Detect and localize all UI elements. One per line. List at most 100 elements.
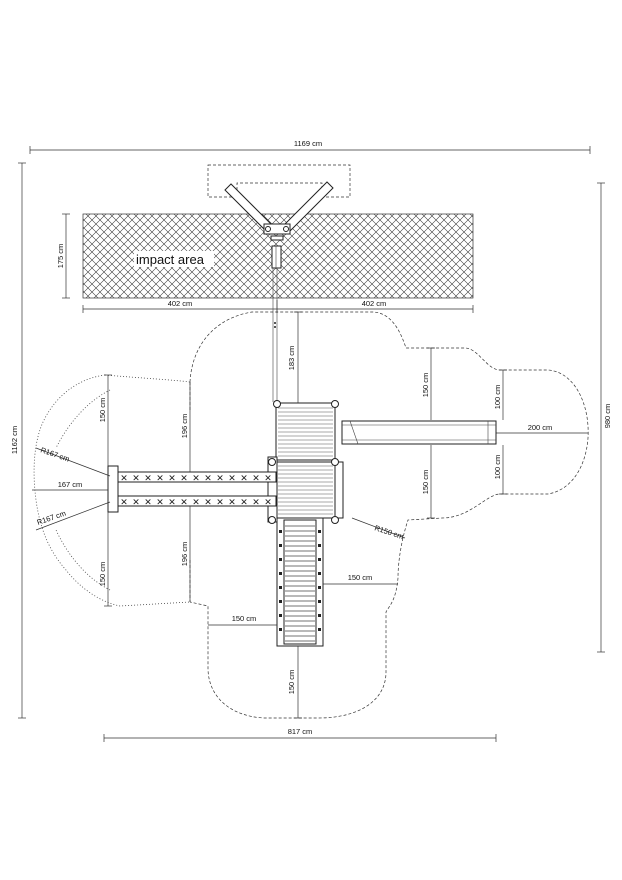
tower-post [331, 516, 339, 524]
monkey-bar-rung: ✕ [180, 498, 188, 508]
ladder-bolt [318, 614, 321, 617]
monkey-bar-rung: ✕ [120, 498, 128, 508]
dimension-right-lower: 150 cm [421, 445, 435, 519]
monkey-bar-rung: ✕ [156, 498, 164, 508]
dim-label-100-upper: 100 cm [493, 385, 502, 410]
monkey-bar-rung: ✕ [264, 474, 272, 484]
ladder-bolt [318, 586, 321, 589]
tower-post [273, 400, 281, 408]
monkey-bar-rung: ✕ [144, 498, 152, 508]
dimension-slide-upper: 100 cm [493, 369, 507, 420]
monkey-bar-rung: ✕ [252, 474, 260, 484]
ladder-bolt [279, 600, 282, 603]
ladder-bolt [279, 586, 282, 589]
monkey-bar-rung: ✕ [192, 498, 200, 508]
tower-top-deck [275, 402, 336, 461]
ladder-bolt [279, 544, 282, 547]
dim-label-175: 175 cm [56, 244, 65, 269]
ladder-bolt [279, 628, 282, 631]
monkey-bar-rung: ✕ [252, 498, 260, 508]
dimension-left-upper-150: 150 cm [98, 374, 112, 466]
dim-label-196-upper: 196 cm [180, 414, 189, 439]
monkey-bar-rung: ✕ [240, 474, 248, 484]
swing-frame-outline [207, 164, 351, 198]
monkey-bar-rung: ✕ [192, 474, 200, 484]
dimension-167: 167 cm [32, 480, 108, 491]
monkey-bar-rung: ✕ [240, 498, 248, 508]
monkey-bar-rung: ✕ [132, 498, 140, 508]
ladder-rungs [279, 525, 321, 642]
impact-area-label-bg [134, 251, 214, 267]
monkey-bar-rung: ✕ [132, 474, 140, 484]
dimension-height-right: 980 cm [597, 182, 612, 653]
dim-label-167: 167 cm [58, 480, 83, 489]
dim-label-r150: R150 cm [373, 523, 404, 541]
dim-label-1169: 1169 cm [294, 139, 322, 148]
dim-label-196-lower: 196 cm [180, 542, 189, 567]
dimension-upper-196: 196 cm [180, 382, 191, 472]
monkey-bars [107, 465, 277, 513]
dimension-lower-left-150: 150 cm [98, 512, 112, 607]
ladder-bolt [318, 572, 321, 575]
deck-slats [278, 407, 333, 515]
dim-label-183: 183 cm [287, 346, 296, 371]
dim-label-150-left-upper: 150 cm [98, 398, 107, 423]
dim-label-150-right-upper: 150 cm [421, 373, 430, 398]
monkey-bar-rung: ✕ [168, 498, 176, 508]
tower-post [331, 458, 339, 466]
dim-label-r167-top: R167 cm [39, 445, 70, 463]
dimension-hatch-height: 175 cm [56, 213, 70, 299]
main-safety-zone [189, 311, 589, 719]
dimension-lower-196: 196 cm [180, 506, 191, 602]
tower-bottom-deck [267, 456, 344, 523]
dim-label-402-left: 402 cm [168, 299, 193, 308]
monkey-bar-rung: ✕ [204, 474, 212, 484]
tower-post [268, 516, 276, 524]
impact-area-label: impact area [136, 252, 205, 267]
dim-label-150-left: 150 cm [232, 614, 257, 623]
monkey-bar-rung: ✕ [216, 498, 224, 508]
dimension-ladder-side: 150 cm [323, 573, 398, 585]
monkey-bar-rung: ✕ [204, 498, 212, 508]
monkey-bar-rung: ✕ [228, 498, 236, 508]
ladder-bolt [279, 530, 282, 533]
dim-label-150-right-lower: 150 cm [421, 470, 430, 495]
ladder [276, 517, 324, 647]
ladder-bolt [279, 614, 282, 617]
dimension-width-bottom: 817 cm [103, 727, 497, 742]
ladder-bolt [279, 572, 282, 575]
dimension-ladder-bottom: 150 cm [287, 646, 302, 719]
ladder-bolt [279, 558, 282, 561]
dim-label-150-lower-left: 150 cm [98, 562, 107, 587]
ladder-bolt [318, 628, 321, 631]
dimension-hatch-width: 402 cm 402 cm [82, 299, 474, 313]
dimension-width-total: 1169 cm [29, 139, 591, 154]
dimension-swing-to-deck: 183 cm [287, 311, 302, 403]
dim-label-817: 817 cm [288, 727, 313, 736]
tower-post [268, 458, 276, 466]
ladder-bolt [318, 544, 321, 547]
monkey-bar-rung: ✕ [156, 474, 164, 484]
monkey-bar-rung: ✕ [216, 474, 224, 484]
dim-label-150-ladder-bottom: 150 cm [287, 670, 296, 695]
monkey-bar-rung: ✕ [180, 474, 188, 484]
ladder-bolt [318, 558, 321, 561]
dim-label-200: 200 cm [528, 423, 553, 432]
monkey-bar-rung: ✕ [144, 474, 152, 484]
tower-post [331, 400, 339, 408]
monkey-bar-rung: ✕ [228, 474, 236, 484]
monkey-bar-rung: ✕ [168, 474, 176, 484]
monkey-bar-rungs: ✕ ✕ ✕ ✕ ✕ ✕ ✕ ✕ ✕ ✕ ✕ ✕ ✕ ✕ ✕ ✕ ✕ ✕ ✕ ✕ ✕ ✕ ✕ ✕ ✕ ✕ [120, 474, 272, 508]
monkey-bar-rung: ✕ [120, 474, 128, 484]
ladder-bolt [318, 530, 321, 533]
dim-label-150-ladder-side: 150 cm [348, 573, 373, 582]
dimension-r167-top: R167 cm [35, 445, 111, 477]
ladder-bolt [318, 600, 321, 603]
dim-label-402-right: 402 cm [362, 299, 387, 308]
dimension-r150: R150 cm [351, 517, 406, 541]
dimension-slide-length: 200 cm [496, 423, 588, 434]
slide [341, 420, 497, 445]
dimension-left-150: 150 cm [208, 614, 277, 626]
dim-label-980: 980 cm [603, 404, 612, 429]
monkey-bar-rung: ✕ [264, 498, 272, 508]
